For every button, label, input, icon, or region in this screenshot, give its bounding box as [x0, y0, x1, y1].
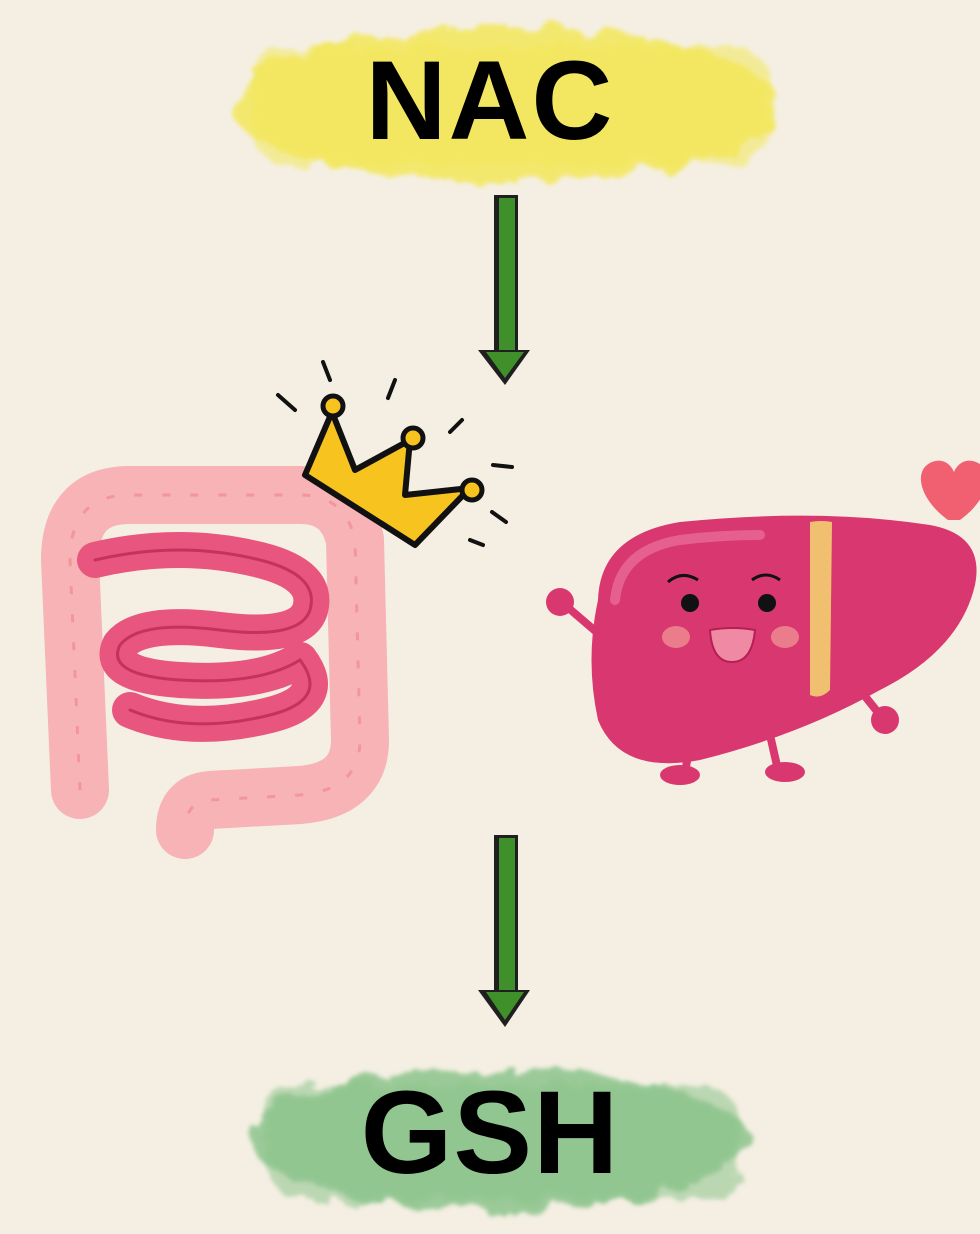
- arrow-nac-to-organs: [478, 195, 530, 385]
- gsh-label: GSH: [0, 1065, 980, 1201]
- arrow-organs-to-gsh: [478, 835, 530, 1027]
- nac-label: NAC: [0, 36, 980, 165]
- intestine-icon: [70, 495, 360, 830]
- liver-character-icon: [546, 516, 977, 785]
- heart-icon: [921, 461, 980, 520]
